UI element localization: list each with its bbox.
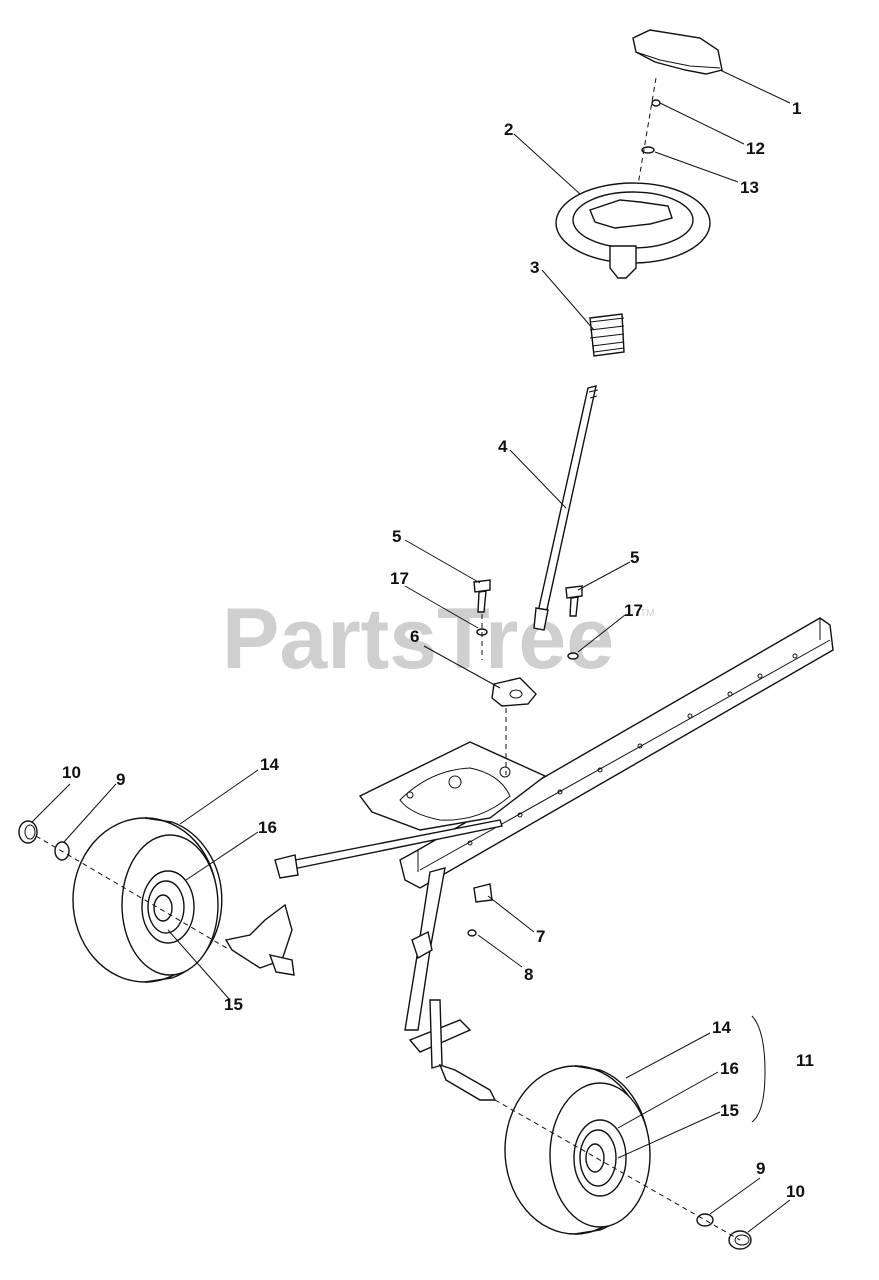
part-steering-bracket <box>491 677 537 707</box>
part-steering-cap <box>632 29 723 75</box>
watermark-trademark: TM <box>640 608 654 619</box>
part-steering-wheel <box>555 182 711 279</box>
part-pin <box>467 929 477 937</box>
callout-5-left: 5 <box>392 527 401 546</box>
callout-6: 6 <box>410 627 419 646</box>
callout-17-left: 17 <box>390 569 409 588</box>
callout-7: 7 <box>536 927 545 946</box>
callout-15-left: 15 <box>224 995 243 1014</box>
frame-assembly <box>224 617 834 1101</box>
part-bolt-left <box>473 579 491 613</box>
part-wheel-right <box>504 1065 651 1235</box>
part-cap-left <box>18 820 38 844</box>
part-wheel-left <box>72 817 223 983</box>
part-bushing <box>473 883 493 903</box>
kit-bracket <box>751 1015 766 1123</box>
callout-14-right: 14 <box>712 1018 731 1037</box>
callout-16-left: 16 <box>258 818 277 837</box>
part-washer-right <box>567 652 579 660</box>
callout-10-right: 10 <box>786 1182 805 1201</box>
callout-9-left: 9 <box>116 770 125 789</box>
callout-1: 1 <box>792 99 801 118</box>
callout-14-left: 14 <box>260 755 279 774</box>
callout-labels: 1 2 3 4 5 5 6 7 8 9 9 10 10 11 12 13 14 … <box>62 99 814 1201</box>
callout-11: 11 <box>796 1051 814 1070</box>
callout-17-right: 17 <box>624 601 643 620</box>
callout-10-left: 10 <box>62 763 81 782</box>
watermark: PartsTree TM <box>222 591 654 687</box>
watermark-text: PartsTree <box>222 591 614 687</box>
callout-15-right: 15 <box>720 1101 739 1120</box>
callout-12: 12 <box>746 139 765 158</box>
callout-4: 4 <box>498 437 508 456</box>
leader-lines <box>31 69 791 1233</box>
part-nut <box>651 99 661 107</box>
callout-8: 8 <box>524 965 533 984</box>
part-bolt-right <box>565 585 583 617</box>
callout-2: 2 <box>504 120 513 139</box>
part-steering-shaft <box>533 385 599 631</box>
part-washer-right-wheel <box>696 1213 714 1227</box>
callout-5-right: 5 <box>630 548 639 567</box>
callout-9-right: 9 <box>756 1159 765 1178</box>
callout-13: 13 <box>740 178 759 197</box>
part-spring <box>589 313 625 357</box>
part-washer-top <box>641 146 655 154</box>
callout-3: 3 <box>530 258 539 277</box>
callout-16-right: 16 <box>720 1059 739 1078</box>
